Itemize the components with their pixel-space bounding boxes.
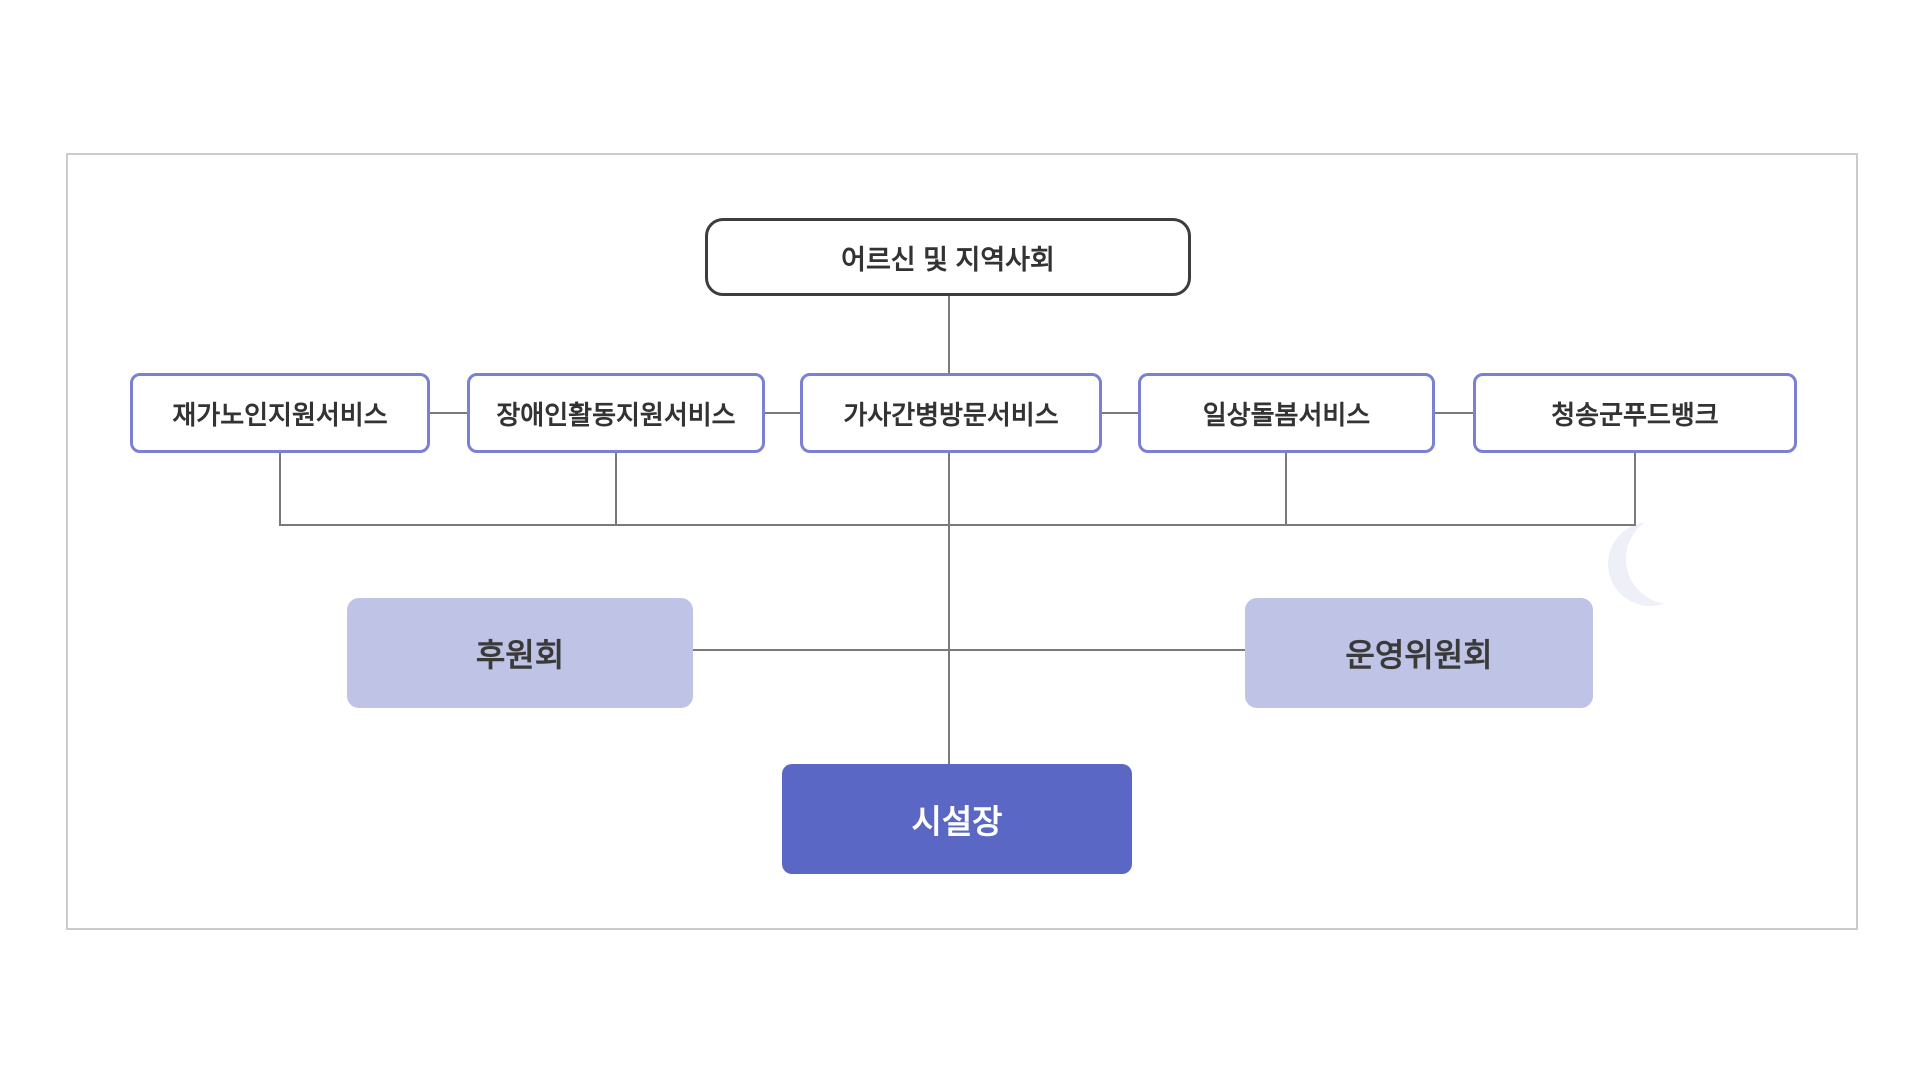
connector-stub-service-1 xyxy=(279,453,281,526)
connector-top-to-center xyxy=(948,296,950,373)
node-sponsor-committee: 후원회 xyxy=(347,598,693,708)
node-facility-director: 시설장 xyxy=(782,764,1132,874)
node-steering-committee: 운영위원회 xyxy=(1245,598,1593,708)
connector-stub-service-4 xyxy=(1285,453,1287,526)
connector-service-4-5 xyxy=(1435,412,1473,414)
connector-bus xyxy=(279,524,1636,526)
connector-service-1-2 xyxy=(430,412,467,414)
node-senior-home-support-service: 재가노인지원서비스 xyxy=(130,373,430,453)
node-disabled-activity-support-service: 장애인활동지원서비스 xyxy=(467,373,765,453)
connector-center-to-director xyxy=(948,453,950,764)
connector-stub-service-2 xyxy=(615,453,617,526)
connector-service-2-3 xyxy=(765,412,800,414)
node-housework-nursing-visit-service: 가사간병방문서비스 xyxy=(800,373,1102,453)
node-cheongsong-food-bank: 청송군푸드뱅크 xyxy=(1473,373,1797,453)
connector-committees xyxy=(693,649,1245,651)
decorative-crescent-cover xyxy=(1626,514,1716,604)
connector-stub-service-5 xyxy=(1634,453,1636,526)
connector-service-3-4 xyxy=(1102,412,1138,414)
node-daily-care-service: 일상돌봄서비스 xyxy=(1138,373,1435,453)
node-elderly-community: 어르신 및 지역사회 xyxy=(705,218,1191,296)
